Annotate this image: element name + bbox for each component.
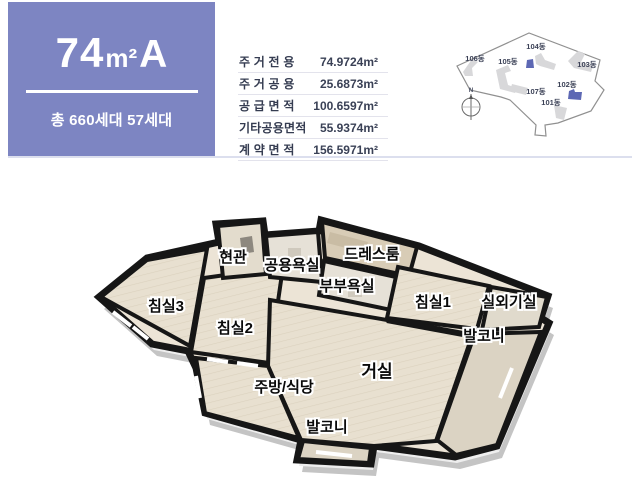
building-label-104: 104동 (526, 42, 546, 51)
area-row-label: 공 급 면 적 (239, 99, 295, 113)
area-row-value: 55.9374m² (319, 120, 378, 135)
area-table: 주 거 전 용 74.9724m² 주 거 공 용 25.6873m² 공 급 … (238, 51, 388, 161)
area-row-label: 주 거 공 용 (239, 77, 295, 91)
households-label: 총 660세대 57세대 (50, 112, 173, 129)
unit-size-number: 74 (55, 29, 105, 76)
room-shape-bedroom1 (384, 264, 492, 332)
area-row: 주 거 전 용 74.9724m² (238, 51, 388, 73)
building-label-101: 101동 (541, 98, 561, 107)
building-label-103: 103동 (577, 60, 597, 69)
building-shape-105 (496, 65, 517, 93)
room-label-living: 거실 (361, 362, 392, 381)
compass-icon: N (461, 88, 481, 120)
room-shape-bedroom3 (97, 246, 210, 350)
room-shape-outdoor-unit (479, 284, 550, 333)
bath-fixture (348, 288, 362, 297)
header-bottom-rule (8, 156, 632, 158)
building-shape-106 (463, 59, 478, 76)
room-label-kitchen: 주방/식당 (254, 378, 314, 396)
site-plan-map: 106동 105동 104동 103동 102동 107동 101동 N (456, 32, 605, 137)
area-row-value: 156.5971m² (313, 142, 378, 157)
room-label-balcony-bottom: 발코니 (306, 419, 347, 436)
area-row-label: 기타공용면적 (239, 121, 307, 135)
window-gaps (111, 310, 514, 458)
compass-n-label: N (469, 88, 473, 94)
area-row: 주 거 공 용 25.6873m² (238, 73, 388, 95)
room-label-common-bath: 공용욕실 (264, 257, 319, 274)
unit-size-unit: m² (105, 43, 138, 73)
area-row-value: 25.6873m² (319, 76, 378, 91)
area-row-value: 100.6597m² (313, 98, 378, 113)
building-shape-107 (510, 84, 528, 95)
building-label-107: 107동 (526, 87, 546, 96)
highlight-building-104 (526, 59, 534, 68)
building-shape-103 (568, 51, 593, 72)
wall-bedroom1-balcony (386, 317, 475, 339)
area-row-value: 74.9724m² (319, 54, 378, 69)
room-label-bedroom3: 침실3 (148, 298, 184, 315)
wall-living-balcony (435, 335, 476, 442)
area-row-label: 계 약 면 적 (239, 143, 295, 157)
area-row-label: 주 거 전 용 (239, 55, 295, 69)
room-label-bedroom1: 침실1 (415, 294, 451, 311)
bath-fixture (288, 248, 301, 257)
highlight-building-102 (568, 89, 582, 100)
area-row: 공 급 면 적 100.6597m² (238, 95, 388, 117)
area-row: 계 약 면 적 156.5971m² (238, 139, 388, 161)
unit-type-letter: A (139, 33, 168, 76)
room-label-balcony-right: 발코니 (463, 328, 504, 345)
room-label-bedroom2: 침실2 (217, 320, 253, 337)
room-shape-balcony-bottom (295, 438, 374, 466)
area-row: 기타공용면적 55.9374m² (238, 117, 388, 139)
building-label-106: 106동 (465, 54, 485, 63)
dressroom-shelves (327, 232, 368, 253)
building-shape-101 (554, 105, 567, 120)
site-boundary (456, 32, 605, 137)
building-shape-104 (535, 53, 556, 70)
room-label-entry: 현관 (219, 249, 247, 266)
entry-cabinet (240, 236, 254, 254)
building-label-105: 105동 (498, 57, 518, 66)
room-label-master-bath: 부부욕실 (319, 278, 374, 295)
room-label-outdoor-unit: 실외기실 (481, 293, 536, 311)
title-divider (25, 90, 198, 93)
room-label-dressroom: 드레스룸 (344, 246, 399, 263)
building-label-102: 102동 (557, 80, 577, 89)
